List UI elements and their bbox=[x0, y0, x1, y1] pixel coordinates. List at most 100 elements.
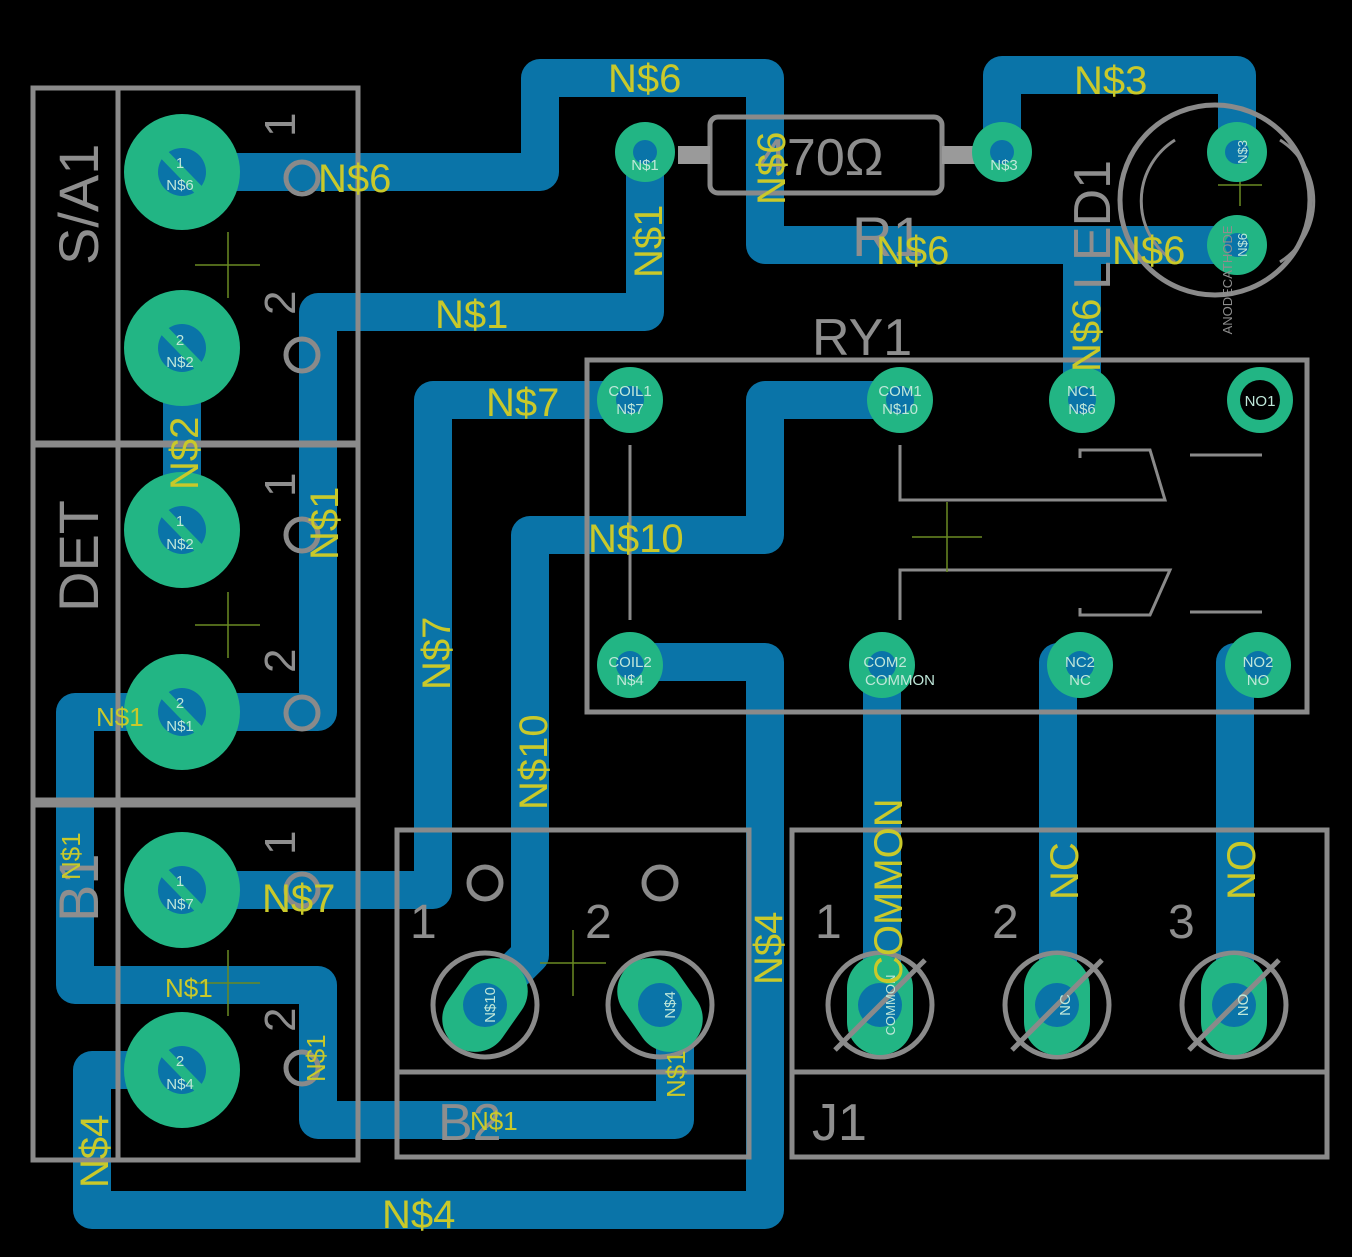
net-label-n6-top: N$6 bbox=[608, 57, 681, 101]
sa1-name: S/A1 bbox=[47, 144, 110, 265]
net-label-n1-left: N$1 bbox=[96, 702, 144, 732]
led1-name: LED1 bbox=[1064, 160, 1122, 290]
pad-sa1-2-net: N$2 bbox=[166, 354, 194, 371]
relay-coil2-net: N$4 bbox=[616, 672, 644, 689]
pad-det-2 bbox=[124, 654, 240, 770]
pad-b1-2-number: 2 bbox=[176, 1053, 184, 1070]
b1-pin1-number: 1 bbox=[256, 831, 305, 855]
relay-no1-label: NO1 bbox=[1245, 393, 1276, 410]
pad-sa1-2 bbox=[124, 290, 240, 406]
b2-pin2-number: 2 bbox=[585, 896, 612, 949]
pad-r1-1 bbox=[615, 122, 675, 182]
relay-coil1-net: N$7 bbox=[616, 401, 644, 418]
b2-name: B2 bbox=[438, 1094, 502, 1152]
led1-anode-net: N$6 bbox=[1235, 233, 1250, 257]
pad-b2-2 bbox=[617, 958, 703, 1052]
pad-ry1-com1 bbox=[867, 367, 933, 433]
net-label-n6-mid: N$6 bbox=[876, 229, 949, 273]
pad-b1-1 bbox=[124, 832, 240, 948]
pad-det-1-number: 1 bbox=[176, 513, 184, 530]
pad-ry1-coil1 bbox=[597, 367, 663, 433]
det-test-ring-2 bbox=[283, 694, 321, 732]
net-label-n1-bottom: N$1 bbox=[165, 973, 213, 1003]
r1-lead-right bbox=[942, 146, 976, 164]
relay-com2-net: COMMON bbox=[865, 672, 935, 689]
b2-test-ring-2 bbox=[641, 864, 679, 902]
silkscreen-text: S/A1 DET B1 B2 J1 R1 470Ω LED1 RY1 1 2 1… bbox=[47, 113, 1195, 1152]
pad-b2-1-net: N$10 bbox=[482, 987, 499, 1023]
relay-com1-label: COM1 bbox=[878, 383, 921, 400]
net-label-n4-vertical: N$4 bbox=[747, 912, 791, 985]
pad-sa1-1-net: N$6 bbox=[166, 177, 194, 194]
net-label-n1-b1b: N$1 bbox=[301, 1034, 331, 1082]
relay-no2-net: NO bbox=[1247, 672, 1270, 689]
net-label-n6-r1: N$6 bbox=[750, 132, 794, 205]
r1-lead-left bbox=[678, 146, 710, 164]
net-label-n6-nc1: N$6 bbox=[1065, 299, 1109, 372]
pads bbox=[124, 114, 1293, 1128]
pad-ry1-no2 bbox=[1225, 632, 1291, 698]
relay-nc1-label: NC1 bbox=[1067, 383, 1097, 400]
sa1-test-ring-1 bbox=[283, 159, 321, 197]
relay-com1-net: N$10 bbox=[882, 401, 918, 418]
pad-r1-2 bbox=[972, 122, 1032, 182]
led1-cathode-label: CATHODE bbox=[1220, 225, 1235, 288]
trace-n7 bbox=[163, 381, 649, 909]
j1-pin3-number: 3 bbox=[1168, 896, 1195, 949]
net-label-n1-mid: N$1 bbox=[435, 293, 508, 337]
net-label-n6-led: N$6 bbox=[1112, 229, 1185, 273]
pad-j1-3-net: NO bbox=[1235, 994, 1252, 1017]
led1-outline bbox=[1117, 102, 1313, 298]
relay-com2-label: COM2 bbox=[863, 654, 906, 671]
pad-ry1-nc2 bbox=[1047, 632, 1113, 698]
pad-det-2-net: N$1 bbox=[166, 718, 194, 735]
b1-name: B1 bbox=[47, 854, 110, 923]
j1-screw-3 bbox=[1179, 950, 1289, 1060]
pad-b1-1-net: N$7 bbox=[166, 896, 194, 913]
net-label-n1-b1: N$1 bbox=[56, 832, 86, 880]
trace-n10 bbox=[466, 381, 919, 1019]
pad-b1-2 bbox=[124, 1012, 240, 1128]
led1-inner-arc bbox=[1139, 138, 1176, 264]
sa1-pin2-number: 2 bbox=[256, 291, 305, 315]
net-label-n7-b1: N$7 bbox=[262, 877, 335, 921]
pad-det-1 bbox=[124, 472, 240, 588]
pad-ry1-com2 bbox=[849, 632, 915, 698]
b1-test-ring-2 bbox=[283, 1049, 321, 1087]
net-label-n2: N$2 bbox=[163, 417, 207, 490]
pad-b2-1 bbox=[442, 958, 528, 1052]
pad-j1-1 bbox=[833, 955, 927, 1055]
net-labels: N$6 N$6 N$6 N$6 N$6 N$6 N$3 N$1 N$1 N$1 … bbox=[56, 57, 1264, 1237]
pad-j1-2-net: NC bbox=[1057, 994, 1074, 1016]
net-label-n1-b2v: N$1 bbox=[661, 1050, 691, 1098]
pad-r1-2-net: N$3 bbox=[990, 157, 1018, 174]
net-label-n4-left: N$4 bbox=[73, 1115, 117, 1188]
net-label-common: COMMON bbox=[867, 798, 911, 985]
net-label-n10-top: N$10 bbox=[588, 517, 684, 561]
sa1-pin1-number: 1 bbox=[256, 113, 305, 137]
led1-cathode-net: N$3 bbox=[1235, 140, 1250, 164]
relay-coil2-label: COIL2 bbox=[608, 654, 651, 671]
ry1-outline bbox=[584, 357, 1310, 715]
relay-nc2-label: NC2 bbox=[1065, 654, 1095, 671]
det-pin2-number: 2 bbox=[256, 649, 305, 673]
pad-ry1-coil2 bbox=[597, 632, 663, 698]
b1-outline bbox=[30, 802, 361, 1163]
pad-sa1-1 bbox=[124, 114, 240, 230]
ry1-name: RY1 bbox=[812, 309, 912, 367]
pad-sa1-2-number: 2 bbox=[176, 332, 184, 349]
net-label-n7-top: N$7 bbox=[486, 381, 559, 425]
b1-test-ring-1 bbox=[283, 871, 321, 909]
net-label-n10-vertical: N$10 bbox=[512, 714, 556, 810]
pad-b1-1-number: 1 bbox=[176, 873, 184, 890]
ry1-switch2 bbox=[898, 568, 1173, 620]
j1-screw-1 bbox=[825, 950, 935, 1060]
pad-det-2-number: 2 bbox=[176, 695, 184, 712]
net-label-n1-r1: N$1 bbox=[627, 205, 671, 278]
det-outline bbox=[30, 442, 361, 803]
relay-coil1-label: COIL1 bbox=[608, 383, 651, 400]
b2-outline bbox=[394, 827, 752, 1160]
sa1-test-ring-2 bbox=[283, 336, 321, 374]
relay-nc1-net: N$6 bbox=[1068, 401, 1096, 418]
